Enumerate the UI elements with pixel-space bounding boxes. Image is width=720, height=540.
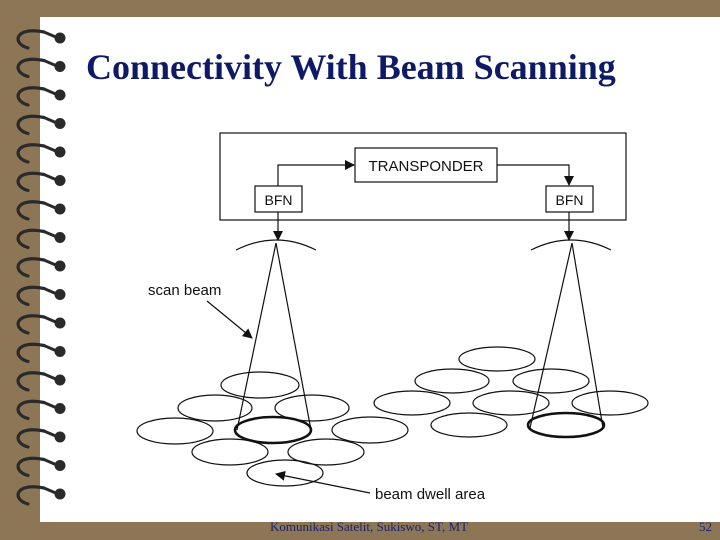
- binding-link: [42, 87, 60, 97]
- binding-link: [42, 230, 60, 239]
- binding-link: [42, 30, 60, 40]
- transponder-to-bfn-right-arrow: [497, 164, 574, 186]
- coverage-cell: [414, 368, 490, 394]
- binding-link: [42, 458, 60, 467]
- binding-link: [42, 201, 60, 211]
- coverage-cell: [191, 438, 269, 466]
- binding-ring: [16, 485, 46, 506]
- binding-link: [42, 258, 60, 268]
- spiral-binding: [16, 29, 66, 506]
- binding-ring: [16, 29, 46, 50]
- binding-hole: [54, 488, 66, 500]
- coverage-cell: [287, 438, 365, 466]
- left-coverage-cells: [136, 371, 409, 487]
- coverage-cell: [373, 390, 451, 416]
- coverage-cell: [136, 417, 214, 445]
- binding-link: [42, 173, 60, 182]
- binding-ring: [16, 114, 46, 136]
- binding-link: [42, 315, 60, 325]
- beam-dwell-area-label: beam dwell area: [375, 486, 486, 503]
- coverage-cell: [220, 371, 300, 399]
- binding-ring: [16, 57, 46, 79]
- left-antenna-reflector: [235, 239, 317, 251]
- payload-box: [219, 132, 627, 221]
- binding-ring: [16, 428, 46, 449]
- coverage-cell: [331, 416, 409, 444]
- binding-link: [42, 344, 60, 353]
- coverage-cell: [512, 368, 590, 394]
- binding-ring: [16, 371, 46, 392]
- coverage-cell: [246, 459, 324, 487]
- coverage-cell: [430, 412, 508, 438]
- binding-link: [42, 287, 60, 296]
- slide-canvas: [40, 17, 720, 522]
- binding-hole: [54, 289, 66, 300]
- binding-hole: [54, 431, 66, 443]
- binding-hole: [54, 374, 66, 386]
- right-antenna-reflector: [530, 239, 612, 251]
- binding-ring: [16, 399, 46, 421]
- binding-ring: [16, 86, 46, 107]
- binding-link: [42, 372, 60, 382]
- page-number: 52: [699, 519, 712, 534]
- coverage-cell: [274, 394, 350, 422]
- scan-beam-label: scan beam: [148, 282, 221, 299]
- binding-ring: [16, 342, 46, 364]
- coverage-cell: [458, 346, 536, 372]
- beam-dwell-area-pointer: [275, 470, 371, 494]
- binding-hole: [54, 146, 66, 158]
- bfn-left-label: BFN: [265, 192, 293, 208]
- binding-hole: [54, 460, 66, 471]
- binding-hole: [54, 118, 66, 129]
- coverage-cell: [526, 411, 606, 439]
- binding-ring: [16, 143, 46, 164]
- binding-hole: [54, 346, 66, 357]
- binding-ring: [16, 285, 46, 307]
- coverage-cell: [571, 390, 649, 416]
- binding-link: [42, 429, 60, 439]
- binding-hole: [54, 232, 66, 243]
- coverage-cell: [233, 415, 313, 445]
- left-beam-edge-inner: [275, 242, 312, 431]
- binding-hole: [54, 89, 66, 101]
- binding-hole: [54, 203, 66, 215]
- binding-ring: [16, 314, 46, 335]
- bfn-right-label: BFN: [556, 192, 584, 208]
- binding-hole: [54, 260, 66, 272]
- binding-link: [42, 401, 60, 410]
- binding-hole: [54, 175, 66, 186]
- binding-ring: [16, 171, 46, 193]
- right-coverage-cells: [373, 346, 649, 439]
- transponder-label: TRANSPONDER: [368, 158, 483, 175]
- bfn-left-to-transponder-arrow: [277, 160, 355, 186]
- binding-ring: [16, 257, 46, 278]
- transponder-block: [354, 147, 498, 183]
- right-beam-edge-inner: [571, 242, 604, 429]
- binding-hole: [54, 32, 66, 44]
- binding-link: [42, 59, 60, 68]
- coverage-cell: [472, 390, 550, 416]
- binding-hole: [54, 317, 66, 329]
- right-beam-edge-outer: [529, 242, 573, 429]
- slide-title: Connectivity With Beam Scanning: [86, 47, 616, 87]
- binding-ring: [16, 456, 46, 478]
- binding-link: [42, 144, 60, 154]
- footer-text: Komunikasi Satelit, Sukiswo, ST, MT: [270, 519, 469, 534]
- binding-hole: [54, 61, 66, 72]
- bfn-right-block: [545, 185, 594, 213]
- binding-ring: [16, 200, 46, 221]
- binding-link: [42, 116, 60, 125]
- coverage-cell: [177, 394, 253, 422]
- binding-link: [42, 486, 60, 496]
- left-beam-edge-outer: [236, 242, 277, 431]
- binding-hole: [54, 403, 66, 414]
- binding-ring: [16, 228, 46, 250]
- scan-beam-pointer: [206, 300, 253, 339]
